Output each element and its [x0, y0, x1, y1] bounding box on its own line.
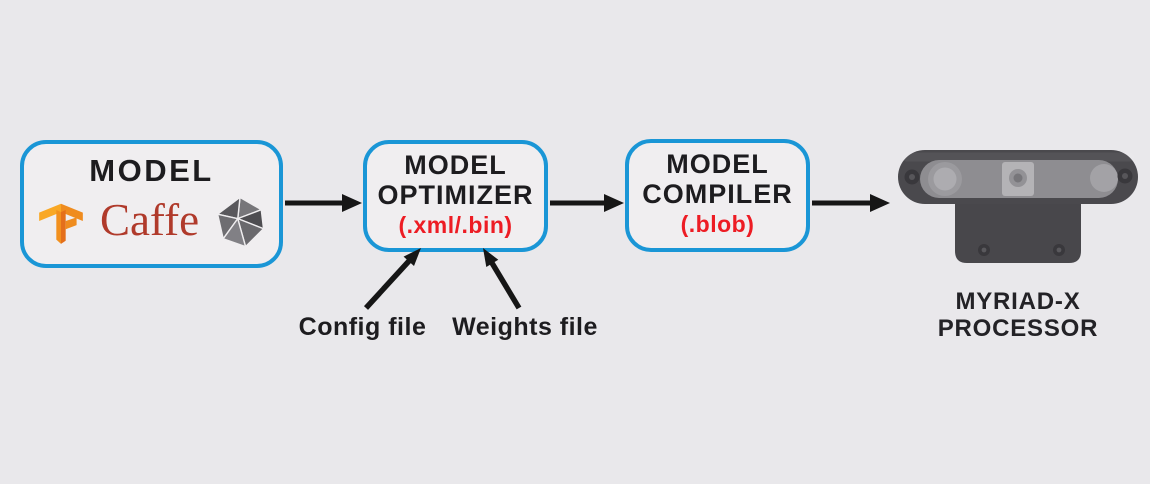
- device-label: MYRIAD-X PROCESSOR: [893, 288, 1143, 342]
- device-label-line2: PROCESSOR: [937, 315, 1099, 342]
- optimizer-line2: OPTIMIZER: [377, 180, 534, 210]
- caffe-wordmark: Caffe: [99, 194, 200, 245]
- weights-file-label: Weights file: [452, 313, 598, 341]
- oak-d-camera-image: [898, 150, 1138, 265]
- camera-illustration: [898, 150, 1138, 263]
- optimizer-box: MODEL OPTIMIZER (.xml/.bin): [363, 140, 548, 252]
- compiler-line2: COMPILER: [642, 179, 793, 209]
- arrow-compiler-to-device: [812, 194, 890, 212]
- compiler-box: MODEL COMPILER (.blob): [625, 139, 810, 252]
- optimizer-output-format: (.xml/.bin): [398, 212, 513, 238]
- arrow-optimizer-to-compiler: [550, 194, 624, 212]
- optimizer-line1: MODEL: [404, 150, 507, 180]
- model-box: MODEL Caffe: [20, 140, 283, 268]
- config-file-label: Config file: [298, 313, 427, 341]
- arrow-weights-to-optimizer: [483, 248, 522, 310]
- arrow-config-to-optimizer: [363, 248, 421, 310]
- onnx-icon: [216, 196, 265, 248]
- model-logo-row: Caffe: [24, 191, 279, 253]
- arrow-model-to-optimizer: [285, 194, 362, 212]
- compiler-line1: MODEL: [666, 149, 769, 179]
- model-box-title: MODEL: [89, 153, 214, 188]
- tensorflow-icon: [39, 203, 83, 244]
- compiler-output-format: (.blob): [680, 211, 755, 237]
- device-label-line1: MYRIAD-X: [955, 288, 1081, 315]
